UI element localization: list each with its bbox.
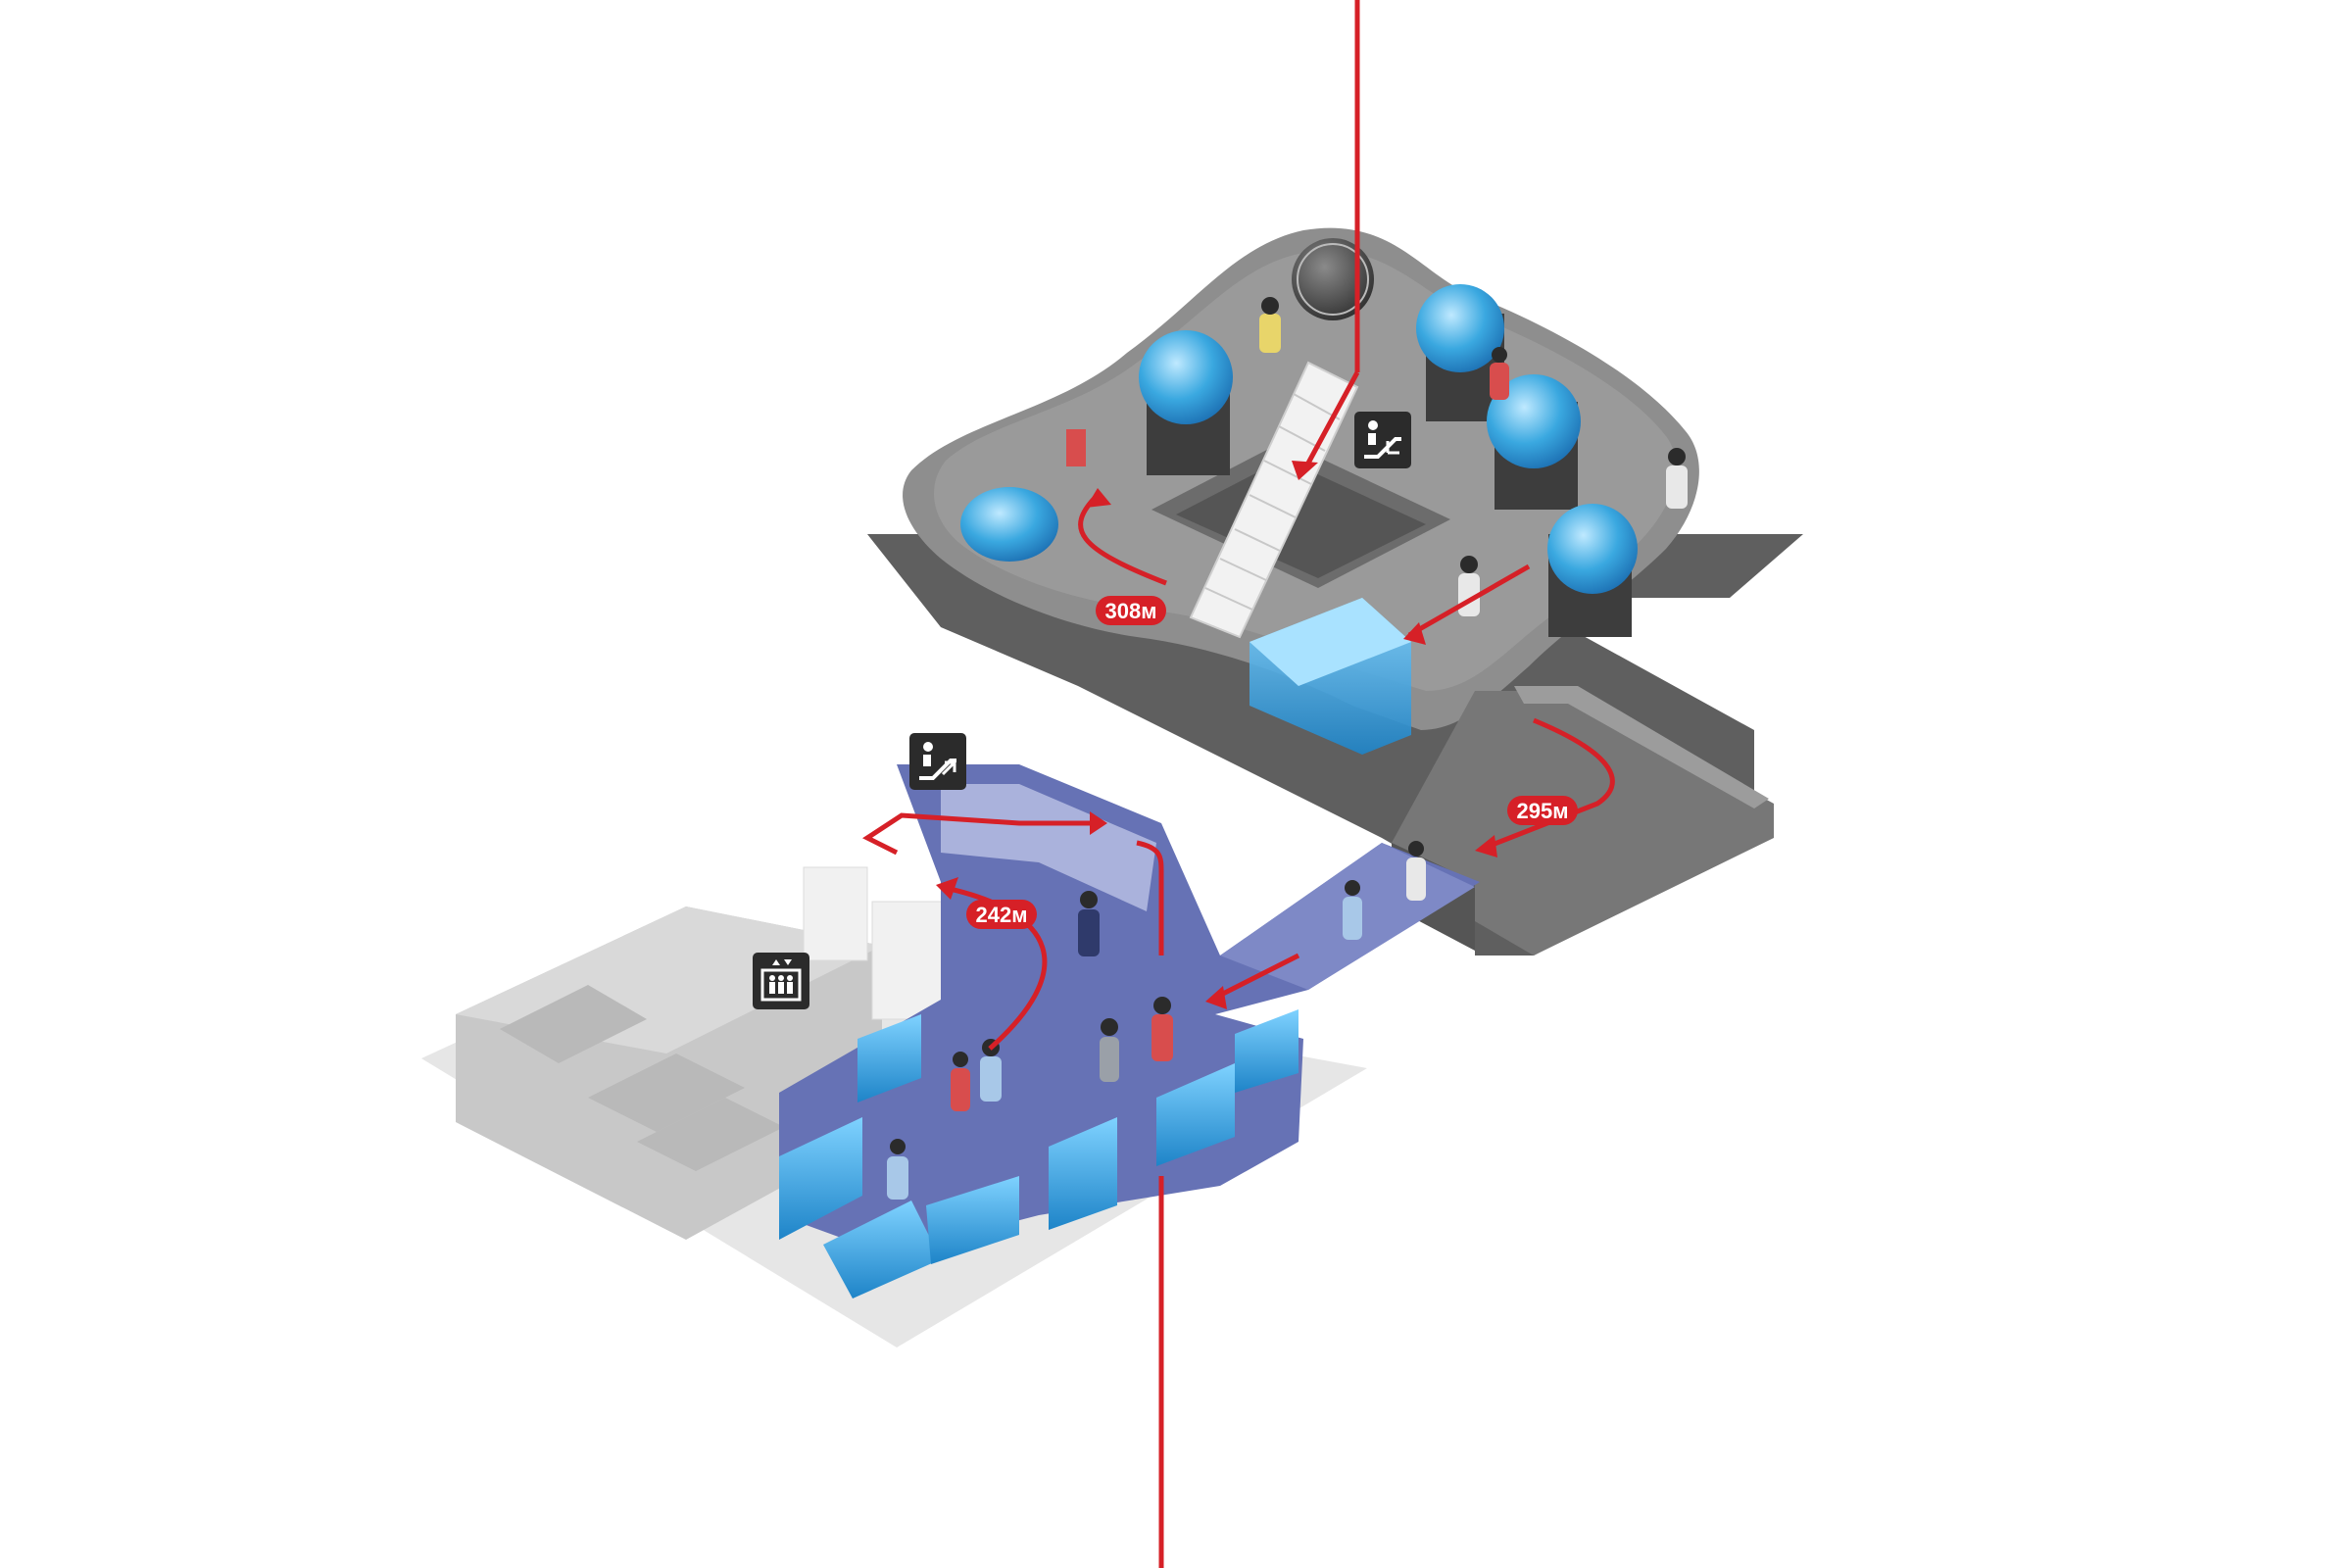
wall-tanks <box>779 1009 1298 1298</box>
tank-left <box>1139 330 1233 475</box>
route-escalator-up <box>861 812 1098 856</box>
lower-floor-light <box>941 784 1156 911</box>
route-arrowheads <box>936 461 1497 1009</box>
tank-right-top <box>1416 284 1504 421</box>
stairwell-pit-inner <box>1176 459 1426 578</box>
marker-308: 308м <box>1096 596 1166 625</box>
staircase <box>1189 361 1359 639</box>
elevator-icon <box>753 953 809 1009</box>
jellyfish-tank-top <box>1292 238 1374 320</box>
marker-242-label: 242м <box>976 903 1028 927</box>
route-lower-corridor <box>1213 953 1300 1001</box>
upper-corridor-step <box>1514 686 1769 808</box>
escalator-down-icon <box>1354 412 1411 468</box>
marker-295: 295м <box>1507 796 1578 825</box>
route-lower-hall <box>940 884 1048 1051</box>
route-stairs-down <box>1302 370 1360 470</box>
marker-295-label: 295м <box>1517 799 1569 823</box>
marker-242: 242м <box>966 900 1037 929</box>
route-to-corridor <box>1484 717 1615 851</box>
route-upper-cross <box>1407 564 1531 638</box>
route-vertical-bottom <box>1136 840 1164 956</box>
route <box>861 0 1615 1568</box>
marker-308-label: 308м <box>1105 599 1157 623</box>
tank-right-low <box>1547 504 1638 637</box>
tank-floor-left <box>960 487 1058 562</box>
jellyfish-glass-tank <box>1250 598 1411 755</box>
visitors-upper <box>1066 297 1688 616</box>
escalator-up-icon <box>909 733 966 790</box>
tank-right-mid <box>1487 374 1581 510</box>
pillar <box>871 901 947 1020</box>
pillar <box>803 866 868 961</box>
visitors-lower <box>887 841 1426 1200</box>
